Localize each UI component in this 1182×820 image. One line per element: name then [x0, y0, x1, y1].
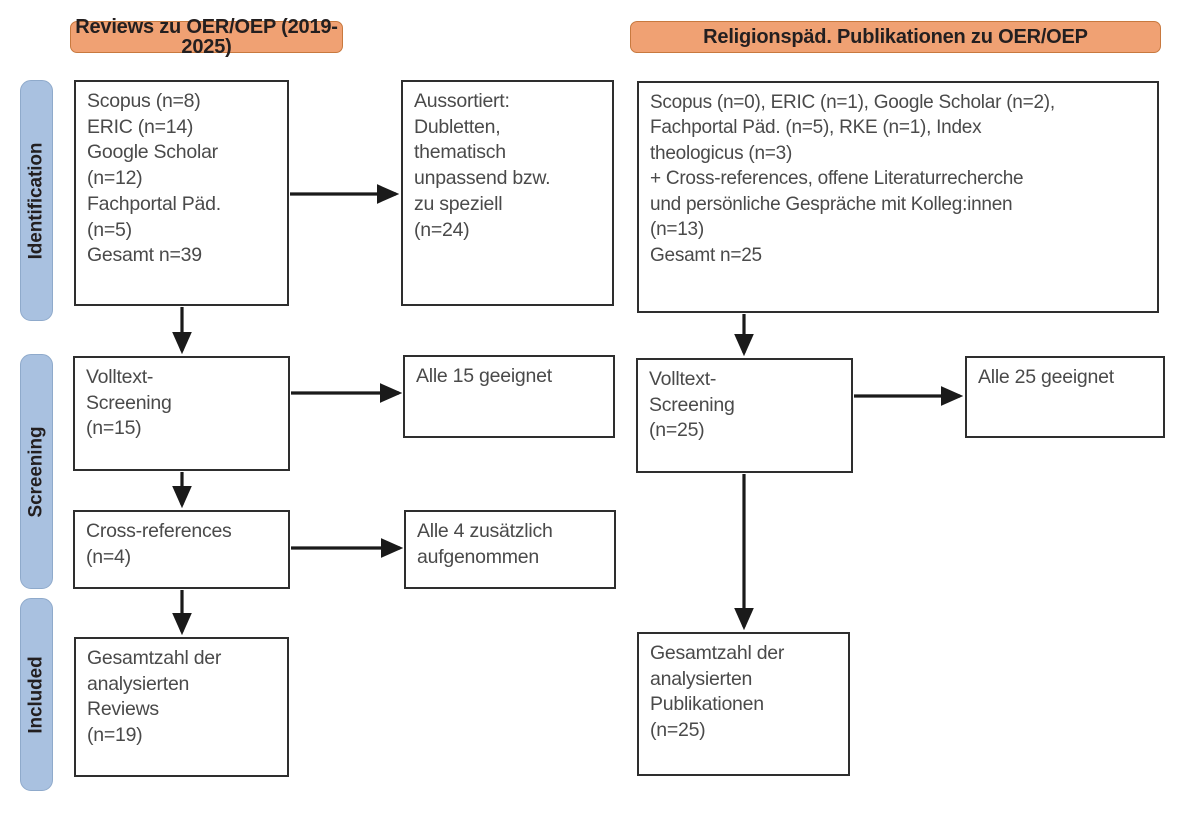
phase-tab-identification: Identification [20, 80, 53, 321]
stage-header-right: Religionspäd. Publikationen zu OER/OEP [630, 21, 1161, 53]
phase-tab-screening-label: Screening [25, 426, 47, 517]
phase-tab-screening: Screening [20, 354, 53, 589]
box-left-screening-crossrefs: Cross-references (n=4) [73, 510, 290, 589]
stage-header-left: Reviews zu OER/OEP (2019-2025) [70, 17, 343, 57]
phase-tab-included-label: Included [25, 655, 47, 734]
box-right-screening-eligible: Alle 25 geeignet [965, 356, 1165, 438]
box-left-screening-eligible: Alle 15 geeignet [403, 355, 615, 438]
phase-tab-included: Included [20, 598, 53, 791]
box-right-screening-fulltext: Volltext- Screening (n=25) [636, 358, 853, 473]
phase-tab-identification-label: Identification [25, 142, 47, 259]
box-left-identification-excluded: Aussortiert: Dubletten, thematisch unpas… [401, 80, 614, 306]
box-left-screening-fulltext: Volltext- Screening (n=15) [73, 356, 290, 471]
box-left-included-total: Gesamtzahl der analysierten Reviews (n=1… [74, 637, 289, 777]
box-left-identification-sources: Scopus (n=8) ERIC (n=14) Google Scholar … [74, 80, 289, 306]
box-right-included-total: Gesamtzahl der analysierten Publikatione… [637, 632, 850, 776]
box-left-screening-crossrefs-result: Alle 4 zusätzlich aufgenommen [404, 510, 616, 589]
box-right-identification-sources: Scopus (n=0), ERIC (n=1), Google Scholar… [637, 81, 1159, 313]
